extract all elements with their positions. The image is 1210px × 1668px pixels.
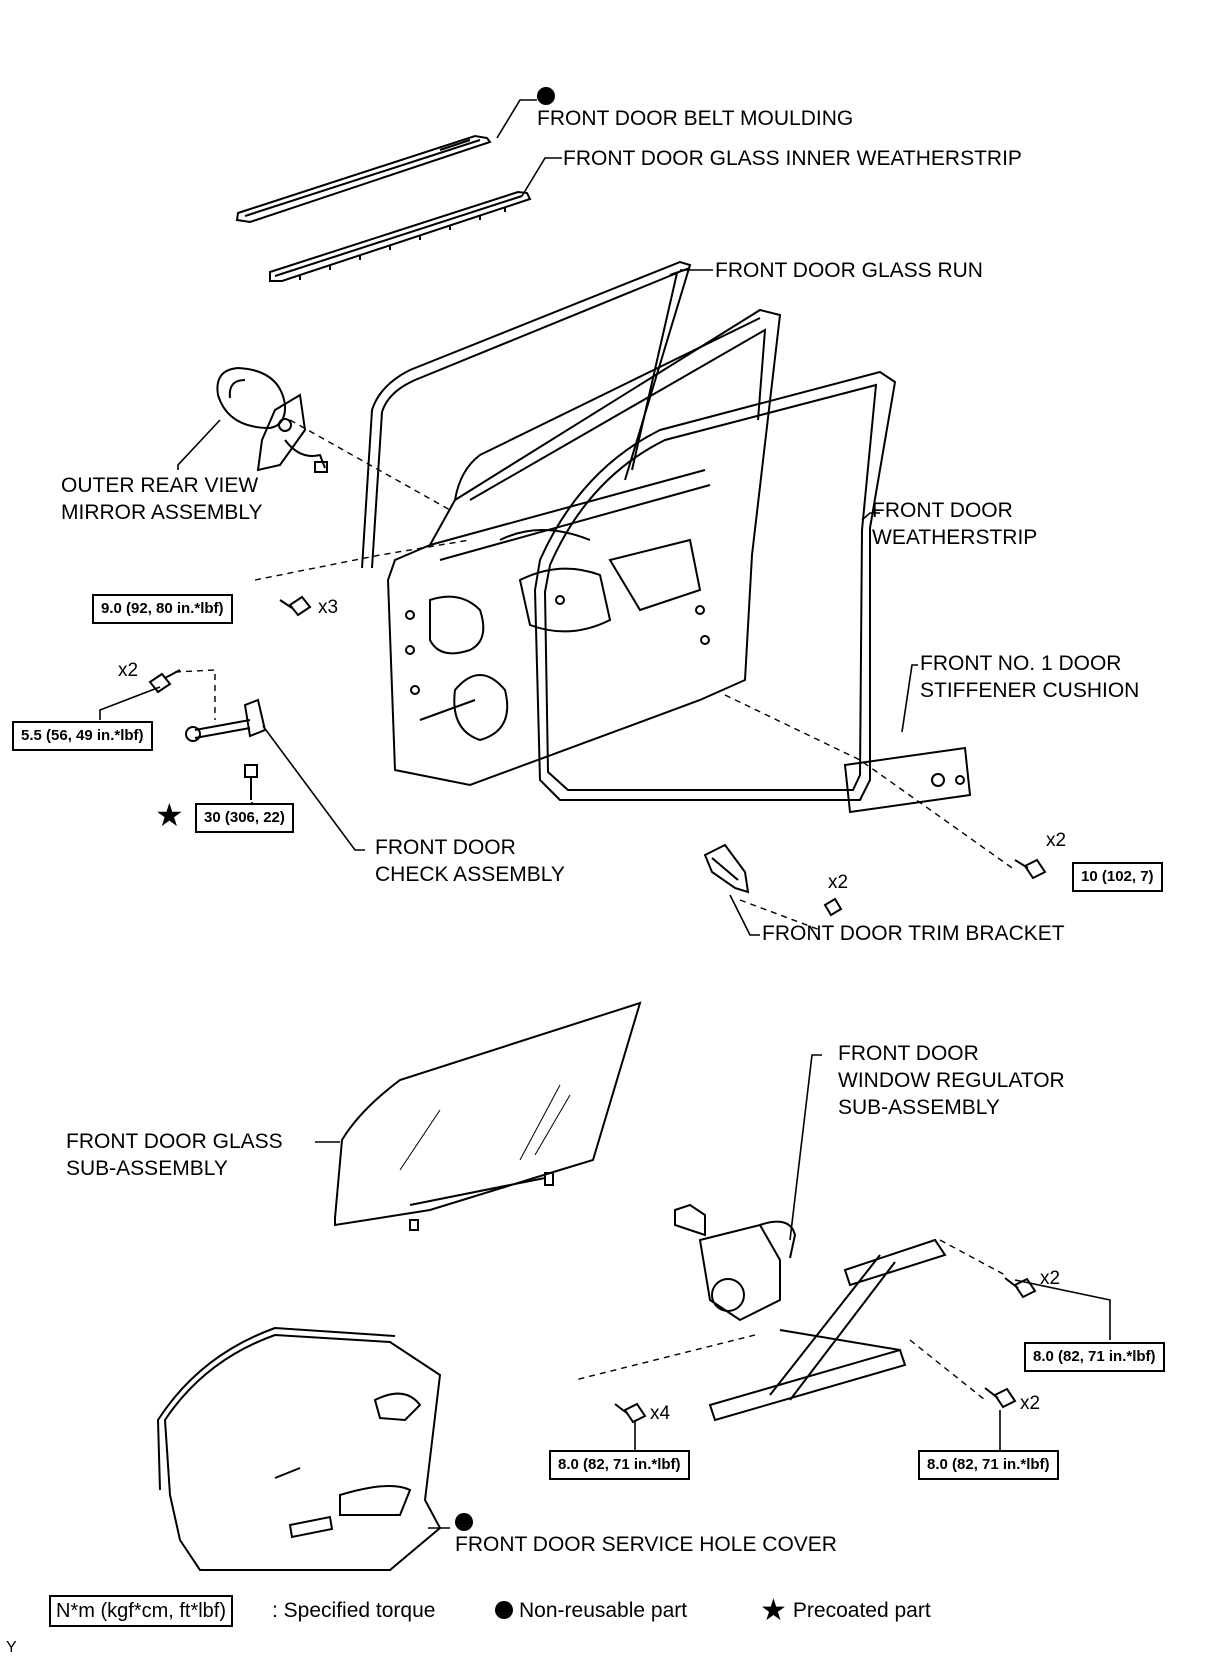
dashed-lines [174,419,1016,1401]
mirror-label: OUTER REAR VIEW MIRROR ASSEMBLY [61,474,263,524]
weatherstrip-drawing [533,370,897,801]
precoated-star-icon: ★ [155,797,184,833]
corner-mark: Y [6,1639,17,1656]
torque-cushion: 10 (102, 7) [1072,862,1163,892]
mirror-drawing [216,366,328,473]
nonreusable-dot-icon [495,1601,513,1619]
nonreusable-dot-icon [455,1513,473,1531]
glass-run-drawing [361,260,692,569]
legend-torque-box: N*m (kgf*cm, ft*lbf) [49,1595,234,1627]
legend-precoated: ★Precoated part [760,1594,931,1627]
legend-nonreusable: Non-reusable part [495,1597,687,1625]
qty-trim-bracket: x2 [828,872,849,893]
window-regulator-drawing [674,1203,947,1422]
nonreusable-dot-icon [537,87,555,105]
bolts [148,595,1047,1424]
trim-bracket-label: FRONT DOOR TRIM BRACKET [762,922,1065,945]
stiffener-cushion-label: FRONT NO. 1 DOOR STIFFENER CUSHION [920,652,1140,702]
qty-regulator-right: x2 [1040,1268,1061,1289]
check-assembly-label: FRONT DOOR CHECK ASSEMBLY [375,836,565,886]
door-glass-label: FRONT DOOR GLASS SUB-ASSEMBLY [66,1130,283,1180]
torque-mirror: 9.0 (92, 80 in.*lbf) [92,594,233,624]
service-hole-cover-drawing [156,1326,442,1571]
torque-regulator-lower: 8.0 (82, 71 in.*lbf) [918,1450,1059,1480]
qty-check: x2 [118,660,139,681]
glass-run-label: FRONT DOOR GLASS RUN [715,259,983,282]
cushion-drawing [843,746,972,814]
torque-regulator-left: 8.0 (82, 71 in.*lbf) [549,1450,690,1480]
belt-moulding-drawing [235,134,492,224]
door-glass-drawing [334,1001,642,1231]
qty-regulator-lower: x2 [1020,1393,1041,1414]
inner-weatherstrip-label: FRONT DOOR GLASS INNER WEATHERSTRIP [563,147,1022,170]
qty-regulator-left: x4 [650,1403,671,1424]
qty-cushion: x2 [1046,830,1067,851]
trim-bracket-drawing [703,843,750,894]
door-frame-drawing [386,308,782,787]
check-assembly-drawing [185,698,267,742]
legend-torque-text: : Specified torque [272,1599,436,1622]
inner-weatherstrip-drawing [269,190,532,282]
service-hole-cover-label: FRONT DOOR SERVICE HOLE COVER [455,1513,837,1558]
precoated-star-icon: ★ [760,1594,787,1627]
torque-check-upper: 5.5 (56, 49 in.*lbf) [12,721,153,751]
belt-moulding-label: FRONT DOOR BELT MOULDING [537,87,853,132]
torque-check-lower: 30 (306, 22) [195,803,294,833]
window-regulator-label: FRONT DOOR WINDOW REGULATOR SUB-ASSEMBLY [838,1042,1065,1119]
qty-mirror: x3 [318,597,339,618]
door-weatherstrip-label: FRONT DOOR WEATHERSTRIP [872,499,1038,549]
torque-regulator-right: 8.0 (82, 71 in.*lbf) [1024,1342,1165,1372]
